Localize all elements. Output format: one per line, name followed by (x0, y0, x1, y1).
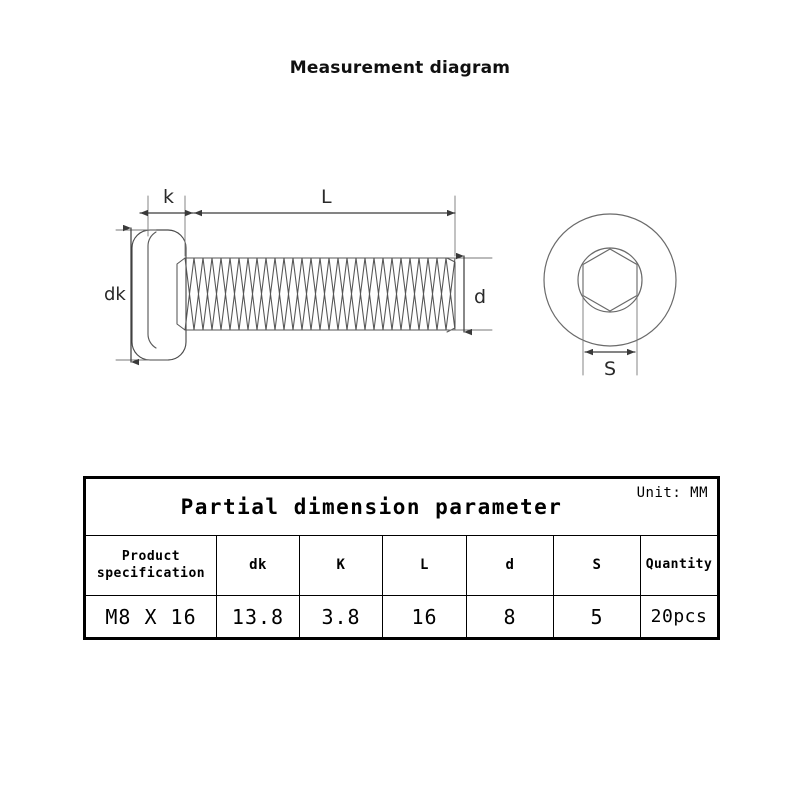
table-title-row: Partial dimension parameter Unit: MM (82, 476, 721, 536)
column-header-product-specification: Product specification (83, 535, 217, 596)
cell-dk: 13.8 (216, 595, 300, 640)
column-header-k: K (299, 535, 383, 596)
table-title-cell: Partial dimension parameter Unit: MM (82, 476, 721, 536)
dimension-label-S: S (604, 358, 617, 380)
cell-l: 16 (382, 595, 467, 640)
cell-quantity: 20pcs (639, 595, 721, 640)
screw-head-top-view (543, 213, 677, 347)
dimension-label-L: L (321, 186, 332, 208)
header-product-line2: specification (96, 565, 206, 581)
table-unit-note: Unit: MM (636, 485, 709, 501)
cell-k: 3.8 (299, 595, 383, 640)
table-header-row: Product specification dk K L d S Quantit… (83, 535, 721, 596)
column-header-dk: dk (216, 535, 300, 596)
cell-s: 5 (553, 595, 641, 640)
dimension-label-d: d (474, 286, 487, 308)
header-product-line1: Product (121, 549, 181, 565)
column-header-quantity: Quantity (639, 535, 721, 596)
page-title: Measurement diagram (289, 58, 511, 78)
technical-drawing: k L dk d S (104, 186, 677, 380)
screw-head-outline (131, 229, 187, 361)
column-header-l: L (382, 535, 467, 596)
table-title: Partial dimension parameter (180, 495, 563, 519)
dimension-label-k: k (163, 186, 175, 208)
cell-specification: M8 X 16 (83, 595, 217, 640)
screw-thread-body (176, 257, 456, 333)
cell-d: 8 (466, 595, 554, 640)
dimension-parameter-table: Partial dimension parameter Unit: MM Pro… (82, 476, 721, 640)
column-header-s: S (553, 535, 641, 596)
table-row: M8 X 16 13.8 3.8 16 8 5 20pcs (83, 595, 721, 640)
column-header-d: d (466, 535, 554, 596)
dimension-label-dk: dk (104, 284, 126, 305)
